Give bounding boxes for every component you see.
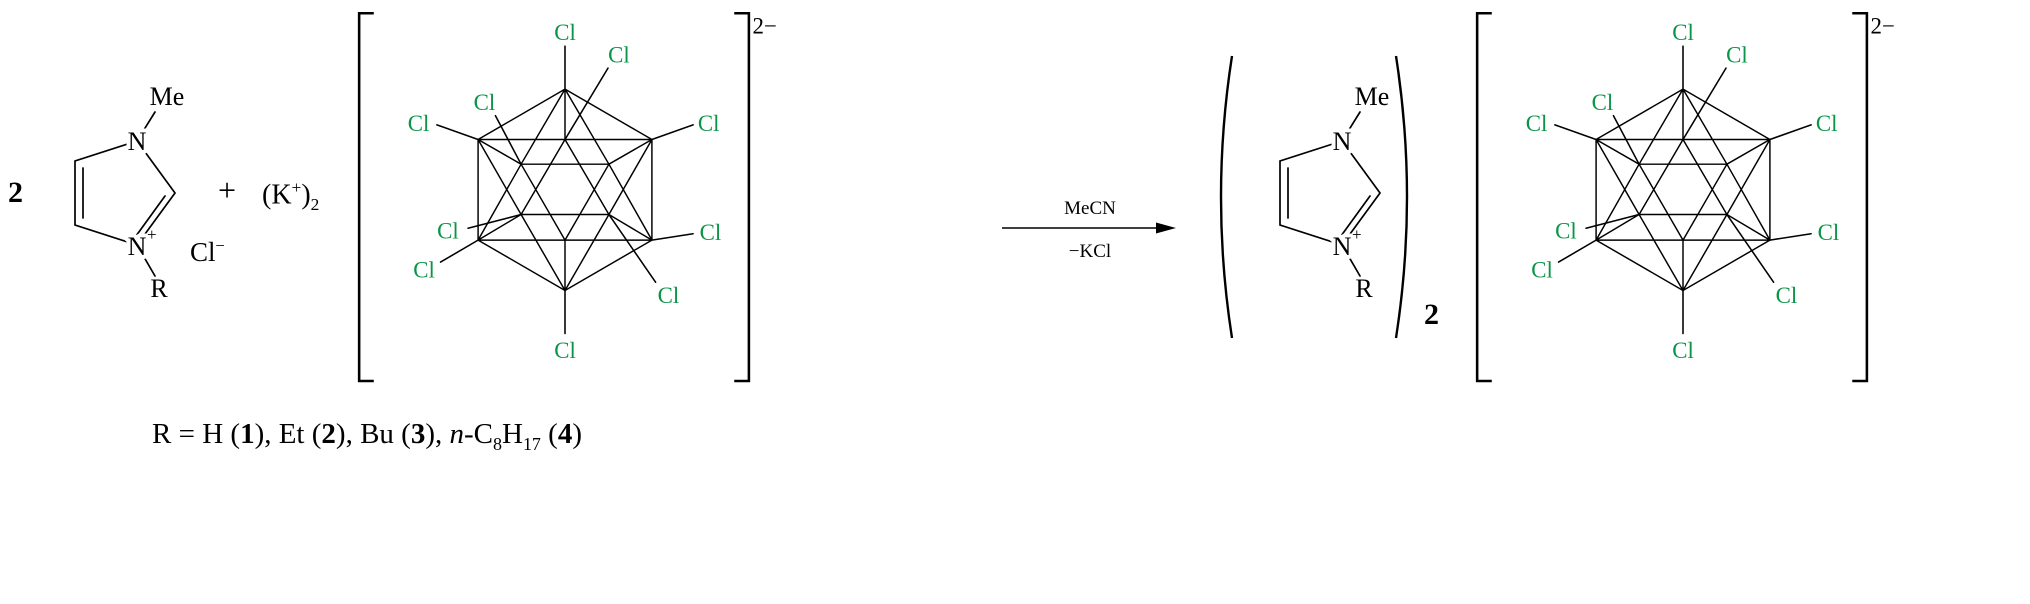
- reactant-coefficient: 2: [8, 176, 23, 209]
- stoichiometry-subscript: 2: [1424, 298, 1439, 331]
- arrow-head: [1156, 222, 1176, 234]
- chloride-charge: −: [215, 236, 225, 255]
- footnote-text: ), Bu (: [335, 418, 411, 450]
- hydrogen-count-subscript: 17: [522, 433, 541, 454]
- potassium-cation-group: (K+)2: [262, 178, 319, 215]
- b12cl12-cluster-product: [1475, 11, 1897, 383]
- footnote-text: -C: [464, 418, 493, 450]
- chloride-counterion: Cl−: [190, 236, 225, 268]
- reaction-arrow: [1002, 222, 1176, 234]
- footnote-text: ), Et (: [254, 418, 322, 450]
- r-definition: R = H (1), Et (2), Bu (3), n-C8H17 (4): [152, 418, 582, 455]
- plus-sign: +: [218, 172, 237, 208]
- compound-number-3: 3: [410, 418, 426, 450]
- potassium-charge: +: [291, 178, 302, 197]
- potassium-post: ): [301, 179, 311, 211]
- footnote-text: ),: [425, 418, 450, 450]
- footnote-text: ): [572, 418, 582, 450]
- b12cl12-cluster-reactant: [357, 11, 779, 383]
- byproduct-label: −KCl: [1068, 241, 1112, 262]
- product-right-parenthesis: [1394, 54, 1409, 340]
- compound-number-2: 2: [321, 418, 336, 450]
- footnote-text: R = H (: [152, 418, 241, 450]
- carbon-count-subscript: 8: [493, 433, 502, 454]
- potassium-subscript: 2: [310, 194, 320, 214]
- solvent-label: MeCN: [1064, 198, 1116, 219]
- chloride-symbol: Cl: [190, 237, 216, 267]
- compound-number-4: 4: [557, 418, 573, 450]
- potassium-pre: (K: [262, 179, 292, 211]
- imidazolium-reactant: [25, 8, 240, 318]
- compound-number-1: 1: [240, 418, 255, 450]
- n-prefix-italic: n: [449, 418, 465, 450]
- reaction-arrow-block: MeCN −KCl: [1000, 198, 1180, 263]
- footnote-text: (: [540, 418, 558, 450]
- footnote-text: H: [501, 418, 523, 450]
